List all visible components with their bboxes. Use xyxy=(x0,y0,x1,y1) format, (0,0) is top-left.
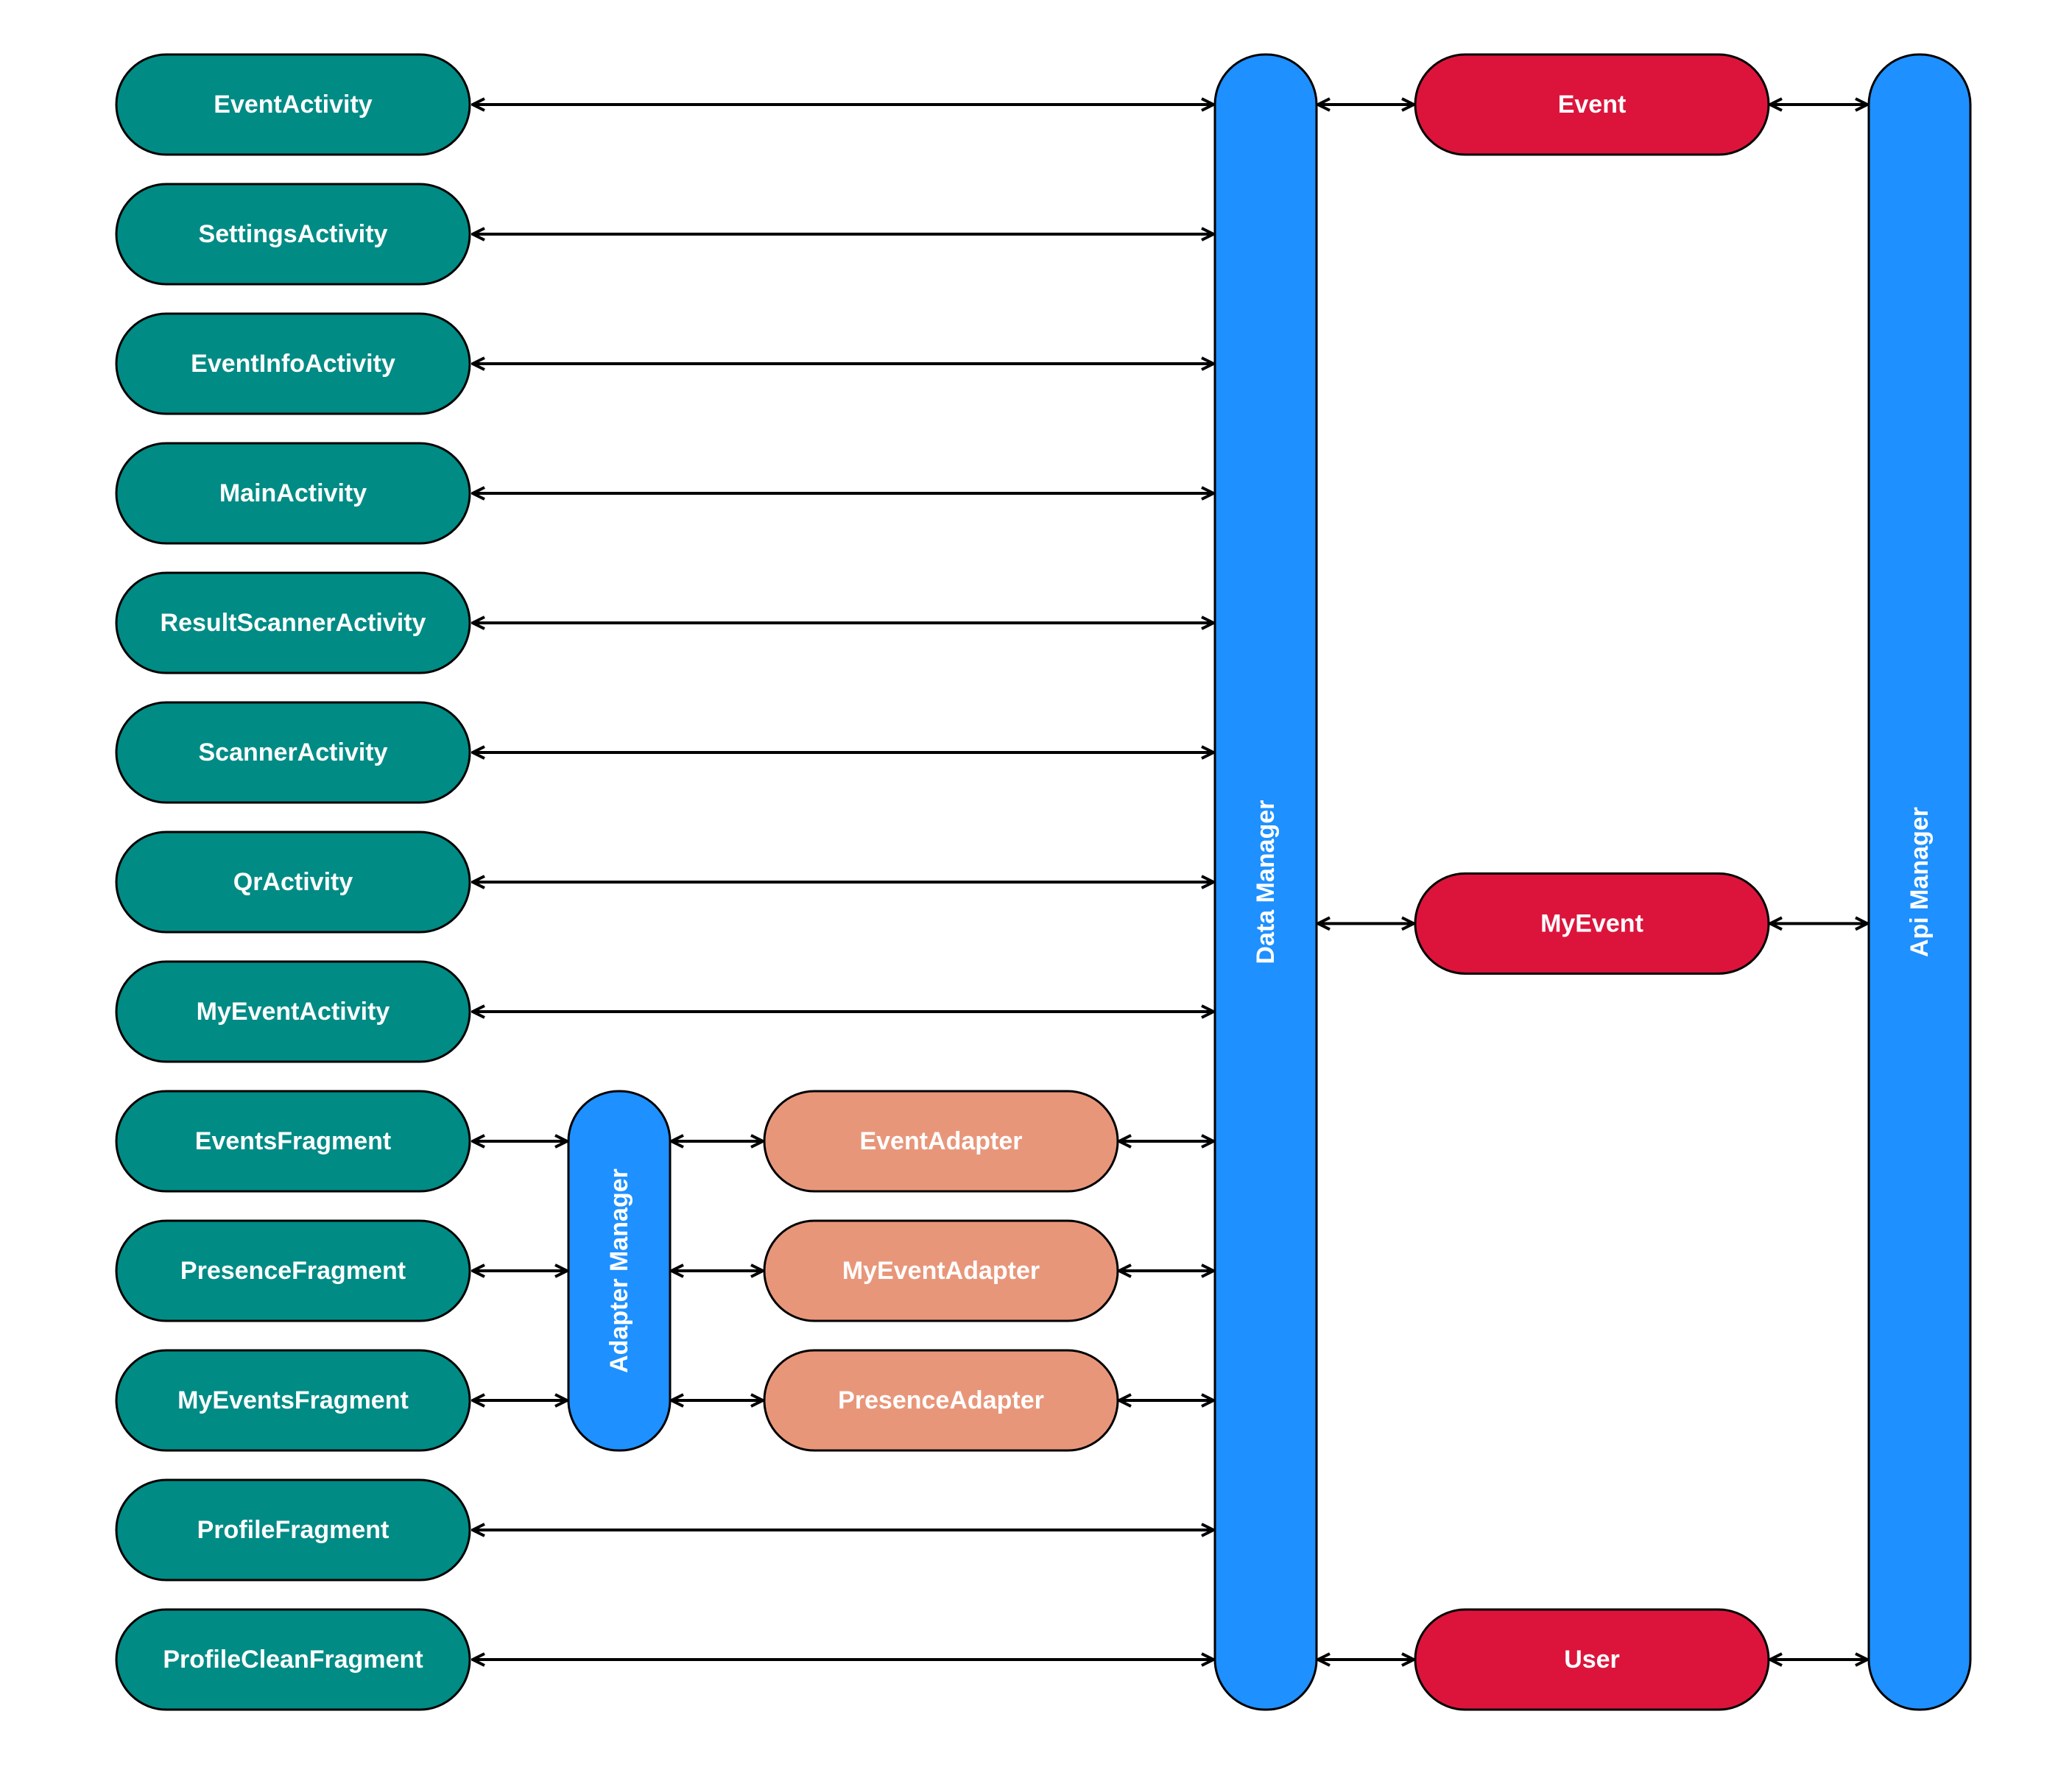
component-event-info-activity-shape xyxy=(115,312,471,415)
component-my-events-fragment: MyEventsFragment xyxy=(115,1349,471,1452)
model-event-label: Event xyxy=(1558,91,1627,119)
component-events-fragment: EventsFragment xyxy=(115,1090,471,1193)
component-profile-clean-fragment-shape xyxy=(115,1608,471,1711)
component-scanner-activity-shape xyxy=(115,701,471,804)
model-my-event-shape xyxy=(1414,872,1770,975)
component-my-event-activity: MyEventActivity xyxy=(115,960,471,1063)
component-presence-fragment: PresenceFragment xyxy=(115,1219,471,1322)
component-event-activity-label: EventActivity xyxy=(214,91,372,119)
component-presence-fragment-label: PresenceFragment xyxy=(180,1257,406,1285)
component-my-events-fragment-label: MyEventsFragment xyxy=(177,1386,409,1414)
component-main-activity-shape xyxy=(115,442,471,545)
model-user-label: User xyxy=(1564,1646,1620,1674)
model-event: Event xyxy=(1414,53,1770,156)
adapter-my-event-adapter-shape xyxy=(763,1219,1119,1322)
adapter-my-event-adapter-label: MyEventAdapter xyxy=(842,1257,1040,1285)
component-qr-activity: QrActivity xyxy=(115,831,471,934)
model-my-event: MyEvent xyxy=(1414,872,1770,975)
component-result-scanner-activity: ResultScannerActivity xyxy=(115,571,471,674)
data-manager-label: Data Manager xyxy=(1252,800,1280,965)
component-scanner-activity: ScannerActivity xyxy=(115,701,471,804)
component-events-fragment-label: EventsFragment xyxy=(195,1127,391,1155)
adapter-presence-adapter: PresenceAdapter xyxy=(763,1349,1119,1452)
data-manager-shape xyxy=(1213,53,1318,1711)
model-user-shape xyxy=(1414,1608,1770,1711)
api-manager-label: Api Manager xyxy=(1906,807,1934,957)
component-profile-clean-fragment: ProfileCleanFragment xyxy=(115,1608,471,1711)
component-qr-activity-label: QrActivity xyxy=(233,868,353,896)
adapter-event-adapter-shape xyxy=(763,1090,1119,1193)
component-main-activity: MainActivity xyxy=(115,442,471,545)
component-event-info-activity: EventInfoActivity xyxy=(115,312,471,415)
model-user: User xyxy=(1414,1608,1770,1711)
component-profile-fragment: ProfileFragment xyxy=(115,1478,471,1582)
component-profile-fragment-shape xyxy=(115,1478,471,1582)
adapter-event-adapter: EventAdapter xyxy=(763,1090,1119,1193)
data-manager: Data Manager xyxy=(1213,53,1318,1711)
component-qr-activity-shape xyxy=(115,831,471,934)
adapter-presence-adapter-shape xyxy=(763,1349,1119,1452)
component-presence-fragment-shape xyxy=(115,1219,471,1322)
component-my-event-activity-shape xyxy=(115,960,471,1063)
adapter-manager-shape xyxy=(567,1090,672,1452)
api-manager: Api Manager xyxy=(1867,53,1972,1711)
api-manager-shape xyxy=(1867,53,1972,1711)
component-settings-activity: SettingsActivity xyxy=(115,183,471,286)
component-profile-fragment-label: ProfileFragment xyxy=(197,1516,390,1544)
adapter-event-adapter-label: EventAdapter xyxy=(859,1127,1022,1155)
adapter-presence-adapter-label: PresenceAdapter xyxy=(838,1386,1044,1414)
component-event-info-activity-label: EventInfoActivity xyxy=(191,350,395,378)
adapter-manager-label: Adapter Manager xyxy=(605,1168,633,1373)
component-profile-clean-fragment-label: ProfileCleanFragment xyxy=(163,1646,423,1674)
component-result-scanner-activity-shape xyxy=(115,571,471,674)
connectors xyxy=(473,105,1867,1660)
component-my-events-fragment-shape xyxy=(115,1349,471,1452)
component-settings-activity-shape xyxy=(115,183,471,286)
component-event-activity-shape xyxy=(115,53,471,156)
component-settings-activity-label: SettingsActivity xyxy=(199,220,388,248)
component-events-fragment-shape xyxy=(115,1090,471,1193)
component-event-activity: EventActivity xyxy=(115,53,471,156)
adapter-my-event-adapter: MyEventAdapter xyxy=(763,1219,1119,1322)
model-my-event-label: MyEvent xyxy=(1540,909,1643,937)
component-main-activity-label: MainActivity xyxy=(219,479,367,507)
adapter-manager: Adapter Manager xyxy=(567,1090,672,1452)
component-scanner-activity-label: ScannerActivity xyxy=(199,738,388,766)
component-my-event-activity-label: MyEventActivity xyxy=(197,998,390,1026)
component-result-scanner-activity-label: ResultScannerActivity xyxy=(161,609,426,637)
model-event-shape xyxy=(1414,53,1770,156)
